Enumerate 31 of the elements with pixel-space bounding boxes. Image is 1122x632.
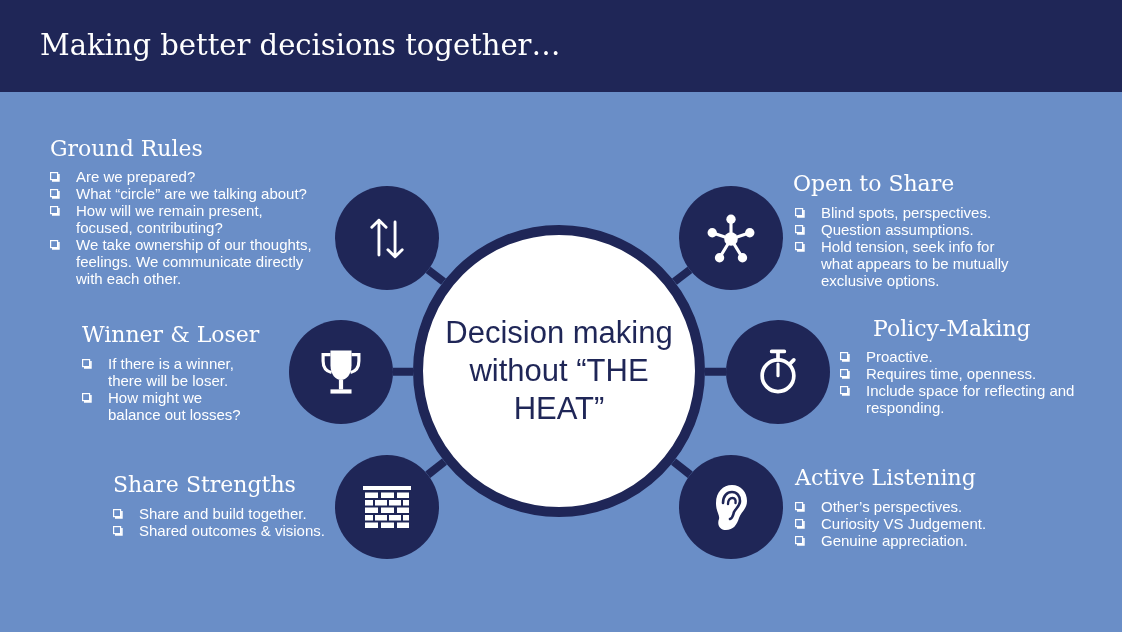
section-heading: Ground Rules bbox=[50, 136, 203, 162]
bullet-text: Share and build together. bbox=[139, 505, 308, 522]
bullet-text: If there is a winner, there will be loser. bbox=[108, 355, 235, 389]
bullet-text: Requires time, openness. bbox=[866, 365, 1038, 382]
section-heading: Active Listening bbox=[795, 465, 976, 491]
bullet-text: Include space for reflecting and responding. bbox=[866, 382, 1076, 416]
connector-line bbox=[672, 266, 693, 285]
hub-title: Decision making without “THE HEAT” bbox=[444, 314, 674, 428]
bullet-text: How will we remain present, focused, contributing? bbox=[76, 202, 264, 236]
bullet-text: We take ownership of our thoughts, feelings. We communicate directly with each other. bbox=[76, 236, 313, 287]
page-title: Making better decisions together… bbox=[40, 27, 561, 63]
section-heading: Share Strengths bbox=[113, 472, 296, 498]
bullet-text: What “circle” are we talking about? bbox=[76, 185, 308, 202]
bullet-text: Blind spots, perspectives. bbox=[821, 204, 993, 221]
bullet-text: Genuine appreciation. bbox=[821, 532, 969, 549]
bullet-text: Other’s perspectives. bbox=[821, 498, 964, 515]
bullet-text: Question assumptions. bbox=[821, 221, 975, 238]
connector-line bbox=[705, 367, 726, 376]
bullet-text: Are we prepared? bbox=[76, 168, 197, 185]
connector-line bbox=[425, 458, 447, 478]
connector-line bbox=[425, 266, 446, 285]
section-heading: Policy-Making bbox=[873, 316, 1031, 342]
bullet-text: Curiosity VS Judgement. bbox=[821, 515, 988, 532]
bullet-text: Shared outcomes & visions. bbox=[139, 522, 326, 539]
section-heading: Winner & Loser bbox=[82, 322, 260, 348]
connector-line bbox=[671, 458, 693, 478]
connector-line bbox=[393, 367, 413, 376]
bullet-text: How might we balance out losses? bbox=[108, 389, 242, 423]
section-heading: Open to Share bbox=[793, 171, 955, 197]
bullet-text: Proactive. bbox=[866, 348, 934, 365]
bullet-text: Hold tension, seek info for what appears to be mutually exclusive options. bbox=[821, 238, 1010, 289]
